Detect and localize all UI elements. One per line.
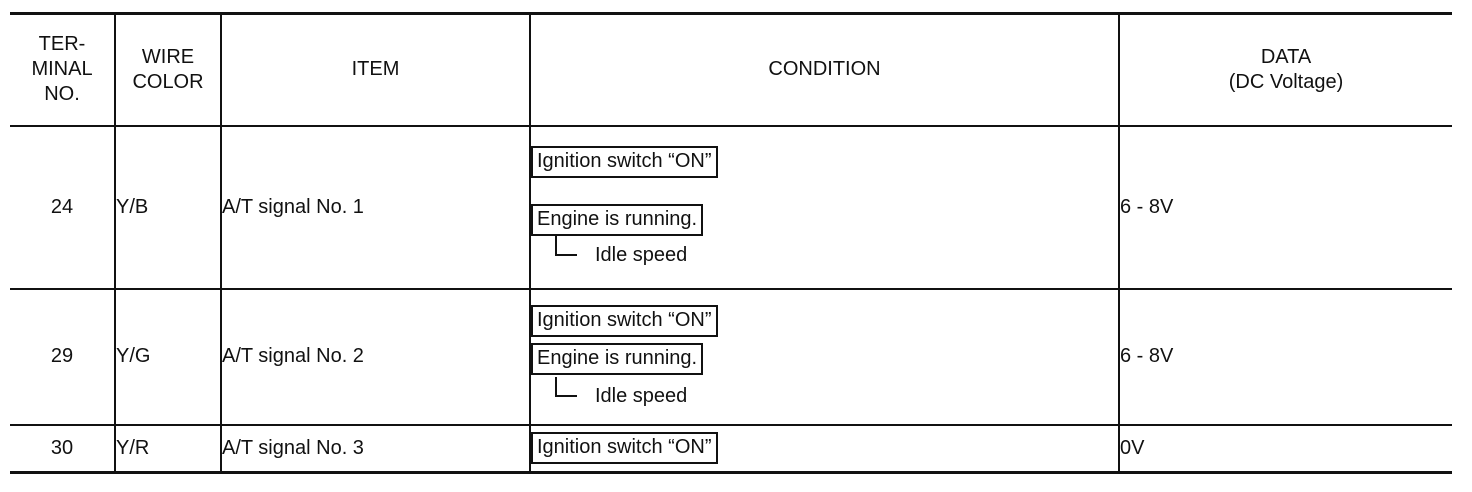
table-header-row: TER- MINAL NO. WIRE COLOR ITEM CONDITION… xyxy=(10,13,1452,127)
table-row: 24 Y/B A/T signal No. 1 Ignition switch … xyxy=(10,125,1452,290)
header-condition: CONDITION xyxy=(529,13,1120,127)
header-data-line-2: (DC Voltage) xyxy=(1228,70,1344,93)
tree-elbow-connector xyxy=(555,236,577,256)
header-data: DATA (DC Voltage) xyxy=(1118,13,1452,127)
condition-box-engine: Engine is running. xyxy=(531,342,704,375)
wire-color-cell: Y/R xyxy=(114,424,222,473)
header-terminal-line-2: MINAL xyxy=(31,58,93,81)
tree-elbow-connector xyxy=(555,376,577,397)
wire-color-cell: Y/G xyxy=(114,288,222,426)
terminal-cell: 29 xyxy=(10,288,116,426)
header-wire-line-2: COLOR xyxy=(132,70,204,93)
condition-box-ignition: Ignition switch “ON” xyxy=(531,304,718,337)
table-row: 29 Y/G A/T signal No. 2 Ignition switch … xyxy=(10,288,1452,426)
header-wire-line-1: WIRE xyxy=(141,45,195,68)
item-cell: A/T signal No. 1 xyxy=(220,125,531,290)
item-cell: A/T signal No. 3 xyxy=(220,424,531,473)
terminal-data-table: TER- MINAL NO. WIRE COLOR ITEM CONDITION… xyxy=(10,12,1452,474)
condition-box-engine: Engine is running. xyxy=(531,204,704,236)
condition-sub-label: Idle speed xyxy=(595,384,688,407)
header-item: ITEM xyxy=(220,13,531,127)
terminal-cell: 24 xyxy=(10,125,116,290)
condition-sub-label: Idle speed xyxy=(595,244,688,266)
header-terminal-line-3: NO. xyxy=(44,83,80,106)
condition-sub: Idle speed xyxy=(531,376,1118,409)
condition-cell: Ignition switch “ON” Engine is running. … xyxy=(529,288,1120,426)
table-row: 30 Y/R A/T signal No. 3 Ignition switch … xyxy=(10,424,1452,473)
header-wire-color: WIRE COLOR xyxy=(114,13,222,127)
wire-color-cell: Y/B xyxy=(114,125,222,290)
data-cell: 0V xyxy=(1118,424,1452,473)
header-terminal-no: TER- MINAL NO. xyxy=(10,13,116,127)
condition-cell: Ignition switch “ON” Engine is running. … xyxy=(529,125,1120,290)
condition-box-ignition: Ignition switch “ON” xyxy=(531,146,718,178)
condition-box-ignition: Ignition switch “ON” xyxy=(531,432,718,465)
header-data-line-1: DATA xyxy=(1260,45,1312,68)
condition-sub: Idle speed xyxy=(531,236,1118,268)
data-cell: 6 - 8V xyxy=(1118,288,1452,426)
data-cell: 6 - 8V xyxy=(1118,125,1452,290)
condition-cell: Ignition switch “ON” xyxy=(529,424,1120,473)
header-terminal-line-1: TER- xyxy=(38,33,86,56)
item-cell: A/T signal No. 2 xyxy=(220,288,531,426)
terminal-cell: 30 xyxy=(10,424,116,473)
